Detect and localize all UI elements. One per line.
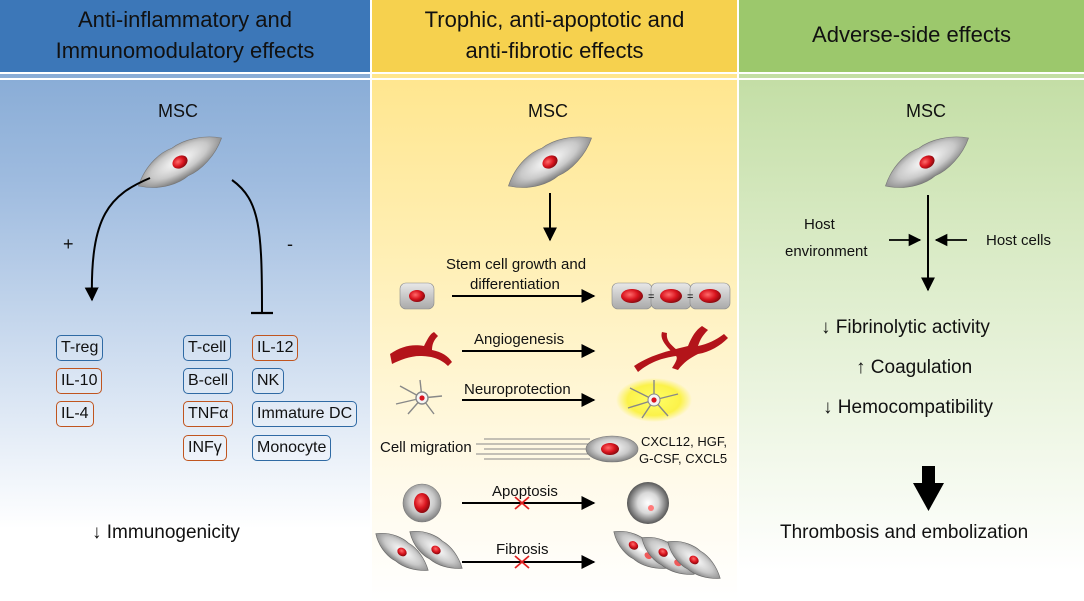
header-divider bbox=[0, 72, 370, 74]
header-divider bbox=[372, 72, 737, 74]
host-environment-line1: Host bbox=[804, 216, 835, 233]
adverse-panel: Adverse-side effects MSC Host environmen… bbox=[739, 0, 1084, 601]
hemocompatibility-label: ↓ Hemocompatibility bbox=[823, 397, 993, 418]
protected-neuron-icon bbox=[616, 378, 692, 422]
stimulation-arrow bbox=[84, 177, 151, 302]
migration-trails bbox=[476, 438, 590, 460]
msc-cell-icon bbox=[885, 136, 969, 188]
host-environment-line2: environment bbox=[785, 243, 868, 260]
immunogenicity-label: ↓ Immunogenicity bbox=[92, 522, 240, 543]
neuron-icon bbox=[395, 379, 443, 415]
header-divider bbox=[739, 72, 1084, 74]
immunomodulatory-graphics bbox=[84, 136, 273, 315]
fibrosis-blocked-icon bbox=[514, 555, 530, 569]
coagulation-label: ↑ Coagulation bbox=[856, 357, 973, 378]
nk-box: NK bbox=[252, 368, 285, 394]
chemokines-line2: G-CSF, CXCL5 bbox=[639, 451, 728, 466]
fibrosis-label: Fibrosis bbox=[496, 541, 549, 558]
healthy-cell-icon bbox=[402, 483, 442, 523]
stem-cell-icon bbox=[399, 282, 435, 310]
plus-sign: + bbox=[63, 234, 74, 254]
neuroprotection-label: Neuroprotection bbox=[464, 381, 571, 398]
trophic-graphics: = = bbox=[375, 136, 731, 579]
apoptosis-label: Apoptosis bbox=[492, 483, 558, 500]
msc-cell-icon bbox=[508, 136, 592, 188]
thrombosis-label: Thrombosis and embolization bbox=[780, 522, 1029, 543]
msc-label: MSC bbox=[906, 101, 946, 121]
msc-cell-icon bbox=[138, 136, 222, 188]
header-divider bbox=[372, 78, 737, 80]
immunomodulatory-header: Anti-inflammatory and Immunomodulatory e… bbox=[0, 0, 370, 72]
stem-cell-label-line2: differentiation bbox=[470, 276, 560, 293]
immunomodulatory-title-line1: Anti-inflammatory and bbox=[78, 7, 292, 32]
apoptotic-cell-icon bbox=[627, 482, 669, 524]
cell-migration-label: Cell migration bbox=[380, 439, 472, 456]
header-divider bbox=[0, 78, 370, 80]
immunomodulatory-title-line2: Immunomodulatory effects bbox=[55, 38, 315, 63]
trophic-header: Trophic, anti-apoptotic and anti-fibroti… bbox=[372, 0, 737, 72]
fibrinolytic-label: ↓ Fibrinolytic activity bbox=[821, 317, 990, 338]
il-10-box: IL-10 bbox=[56, 368, 103, 394]
angiogenesis-label: Angiogenesis bbox=[474, 331, 565, 348]
thick-down-arrow-icon bbox=[913, 466, 944, 511]
immature-dc-box: Immature DC bbox=[252, 401, 358, 427]
il-4-box: IL-4 bbox=[56, 401, 94, 427]
fibrotic-cells-icon bbox=[613, 530, 721, 579]
b-cell-box: B-cell bbox=[183, 368, 234, 394]
host-cells-label: Host cells bbox=[986, 232, 1052, 249]
adverse-title: Adverse-side effects bbox=[812, 22, 1011, 47]
stem-cell-label-line1: Stem cell growth and bbox=[446, 256, 587, 273]
adverse-header: Adverse-side effects bbox=[739, 0, 1084, 72]
t-cell-box: T-cell bbox=[183, 335, 232, 361]
minus-sign: - bbox=[287, 234, 293, 254]
inf-gamma-box: INFγ bbox=[183, 435, 227, 461]
differentiated-cells-icon: = = bbox=[611, 282, 731, 310]
msc-label: MSC bbox=[528, 101, 568, 121]
svg-text:=: = bbox=[648, 291, 654, 303]
trophic-panel: Trophic, anti-apoptotic and anti-fibroti… bbox=[372, 0, 737, 601]
trophic-title-line2: anti-fibrotic effects bbox=[465, 38, 644, 63]
tnf-alpha-box: TNFα bbox=[183, 401, 234, 427]
svg-text:=: = bbox=[687, 291, 693, 303]
il-12-box: IL-12 bbox=[252, 335, 299, 361]
apoptosis-blocked-icon bbox=[514, 496, 530, 510]
large-vessel-icon bbox=[634, 326, 728, 372]
small-vessel-icon bbox=[390, 332, 452, 366]
msc-label: MSC bbox=[158, 101, 198, 121]
inhibition-line bbox=[231, 179, 263, 313]
monocyte-box: Monocyte bbox=[252, 435, 332, 461]
trophic-title-line1: Trophic, anti-apoptotic and bbox=[424, 7, 685, 32]
fibroblasts-icon bbox=[375, 530, 463, 571]
adverse-graphics bbox=[885, 136, 969, 511]
chemokines-line1: CXCL12, HGF, bbox=[641, 434, 727, 449]
header-divider bbox=[739, 78, 1084, 80]
t-reg-box: T-reg bbox=[56, 335, 104, 361]
immunomodulatory-panel: Anti-inflammatory and Immunomodulatory e… bbox=[0, 0, 370, 601]
migrating-cell-icon bbox=[585, 435, 639, 463]
